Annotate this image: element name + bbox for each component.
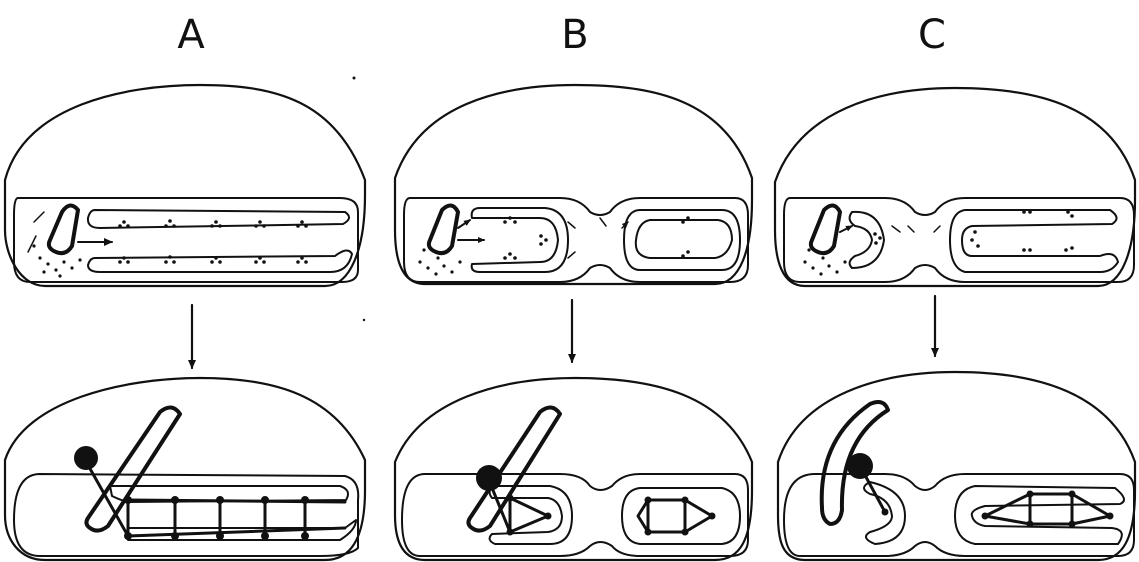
panel-b-top-cell [395, 85, 752, 284]
panel-a-top-cell [5, 85, 365, 286]
centrosome-dot [476, 465, 502, 491]
panel-c-bottom-cell [778, 372, 1135, 560]
panel-c-top-cell [775, 88, 1135, 286]
panel-b-bottom-cell [395, 378, 752, 560]
panel-a-bottom-cell [5, 378, 365, 560]
centrosome-dot [74, 446, 98, 470]
centrosome-dot [847, 453, 873, 479]
